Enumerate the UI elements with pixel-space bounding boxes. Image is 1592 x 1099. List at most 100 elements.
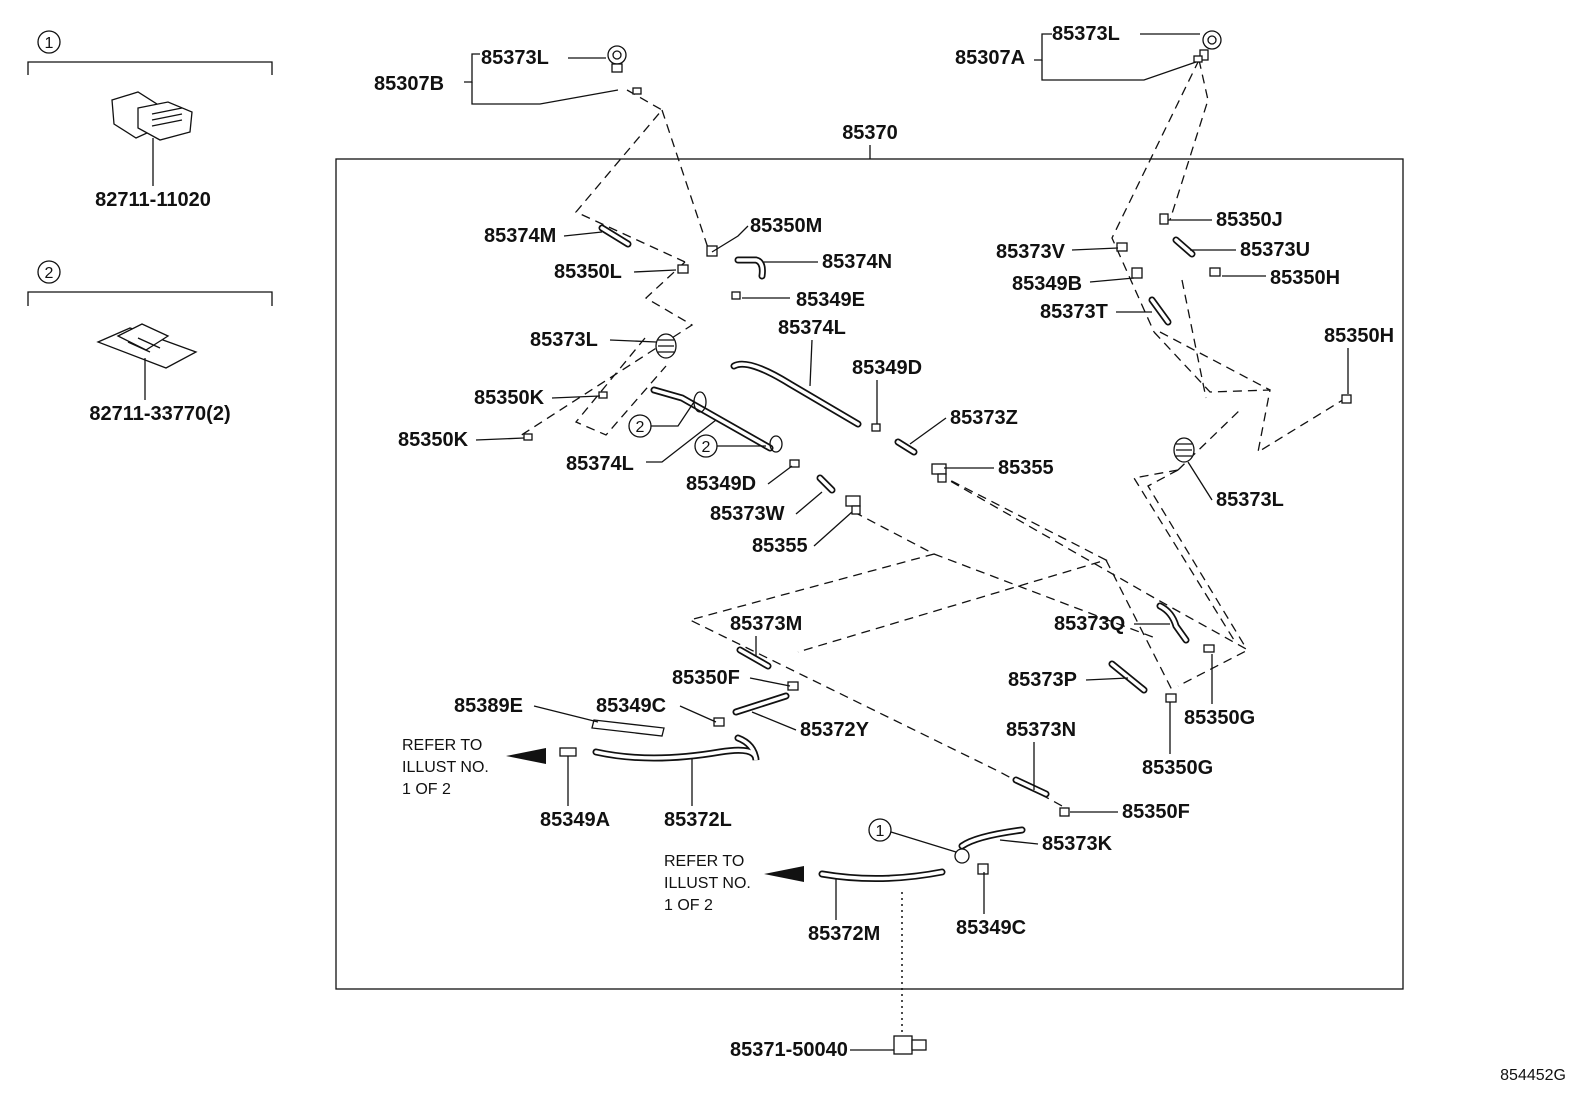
svg-text:85350H: 85350H xyxy=(1324,325,1394,347)
svg-text:85349C: 85349C xyxy=(956,917,1026,939)
svg-text:85373T: 85373T xyxy=(1040,301,1108,323)
vsv-valve-icon xyxy=(607,45,627,73)
callout-85372l: 85372L xyxy=(664,758,732,831)
legend-1-bracket xyxy=(27,61,273,75)
svg-text:1 OF 2: 1 OF 2 xyxy=(402,781,451,798)
callout-85350f: 85350F xyxy=(1070,801,1190,823)
reference-code: 854452G xyxy=(1500,1067,1566,1084)
callout-85350h: 85350H xyxy=(1222,267,1340,289)
legend-2-number: 2 xyxy=(45,265,54,282)
legend-1-circle xyxy=(37,30,61,54)
callout-85372m: 85372M xyxy=(808,878,880,945)
callout-85373t: 85373T xyxy=(1040,301,1152,323)
svg-text:85350F: 85350F xyxy=(672,667,740,689)
callout-85373l: 85373L xyxy=(530,329,657,351)
refer-note-2: REFER TO ILLUST NO. 1 OF 2 xyxy=(664,853,804,914)
callout-85350g: 85350G xyxy=(1184,654,1255,729)
svg-text:85373Z: 85373Z xyxy=(950,407,1018,429)
svg-text:1 OF 2: 1 OF 2 xyxy=(664,897,713,914)
clip-marker-1: 1 xyxy=(868,818,970,864)
assembly-frame xyxy=(335,158,1404,990)
svg-text:85350F: 85350F xyxy=(1122,801,1190,823)
svg-text:85372L: 85372L xyxy=(664,809,732,831)
clip-marker-2: 2 xyxy=(694,434,783,458)
svg-text:85349A: 85349A xyxy=(540,809,610,831)
svg-text:85373P: 85373P xyxy=(1008,669,1077,691)
svg-text:85374N: 85374N xyxy=(822,251,892,273)
svg-text:85350J: 85350J xyxy=(1216,209,1283,231)
check-valve-icon xyxy=(931,463,947,483)
callout-85349a: 85349A xyxy=(540,756,610,831)
svg-text:85373L: 85373L xyxy=(1052,23,1120,45)
callout-85350j: 85350J xyxy=(1168,209,1283,231)
callout-85350k: 85350K xyxy=(474,387,601,409)
refer-arrow-icon xyxy=(506,748,546,764)
callout-85373n: 85373N xyxy=(1006,719,1076,790)
svg-text:85350K: 85350K xyxy=(398,429,469,451)
callout-85374n: 85374N xyxy=(764,251,892,273)
svg-text:1: 1 xyxy=(876,823,885,840)
svg-text:85307B: 85307B xyxy=(374,73,444,95)
callout-85349b: 85349B xyxy=(1012,273,1135,295)
clamp-clip-1-icon xyxy=(111,91,193,141)
svg-text:85307A: 85307A xyxy=(955,47,1025,69)
svg-text:ILLUST NO.: ILLUST NO. xyxy=(664,875,751,892)
insulator-strip xyxy=(591,719,665,737)
svg-text:2: 2 xyxy=(636,419,645,436)
svg-text:85349C: 85349C xyxy=(596,695,666,717)
refer-note-1: REFER TO ILLUST NO. 1 OF 2 xyxy=(402,737,546,798)
svg-text:85374M: 85374M xyxy=(484,225,556,247)
callout-85374l: 85374L xyxy=(778,317,846,387)
legend-1-part-no: 82711-11020 xyxy=(95,189,211,211)
svg-text:85349D: 85349D xyxy=(686,473,756,495)
callout-85355: 85355 xyxy=(752,511,853,557)
callout-85373v: 85373V xyxy=(996,241,1119,263)
fittings xyxy=(523,30,1352,1055)
svg-text:85355: 85355 xyxy=(998,457,1054,479)
svg-text:85350K: 85350K xyxy=(474,387,545,409)
callout-85355: 85355 xyxy=(944,457,1054,479)
svg-text:85373U: 85373U xyxy=(1240,239,1310,261)
svg-text:85373L: 85373L xyxy=(530,329,598,351)
callout-85389e: 85389E xyxy=(454,695,599,723)
vsv-valve-icon xyxy=(1199,30,1222,61)
clip-marker-2: 2 xyxy=(628,391,707,438)
callout-85350k: 85350K xyxy=(398,429,525,451)
svg-text:85371-50040: 85371-50040 xyxy=(730,1039,848,1061)
clamp-clip-2-icon xyxy=(96,323,198,369)
svg-text:REFER TO: REFER TO xyxy=(664,853,744,870)
callout-85350f: 85350F xyxy=(672,667,791,689)
callout-85373w: 85373W xyxy=(710,491,823,525)
callout-85373l: 85373L xyxy=(1187,461,1284,511)
assembly-label: 85370 xyxy=(842,122,898,144)
callout-85350h: 85350H xyxy=(1324,325,1394,394)
legend-2-part-no: 82711-33770(2) xyxy=(89,403,230,425)
svg-text:85350H: 85350H xyxy=(1270,267,1340,289)
callout-85350g: 85350G xyxy=(1142,702,1213,779)
callout-85373q: 85373Q xyxy=(1054,613,1170,635)
vsv-valve-icon xyxy=(655,333,677,359)
svg-text:85389E: 85389E xyxy=(454,695,523,717)
svg-text:85373V: 85373V xyxy=(996,241,1066,263)
callout-85373m: 85373M xyxy=(730,613,802,656)
svg-text:85374L: 85374L xyxy=(778,317,846,339)
svg-text:85373W: 85373W xyxy=(710,503,785,525)
refer-arrow-icon xyxy=(764,866,804,882)
svg-text:85350M: 85350M xyxy=(750,215,822,237)
vacuum-connector-icon xyxy=(893,1035,927,1055)
legend-1-number: 1 xyxy=(45,35,54,52)
callout-85373p: 85373P xyxy=(1008,669,1129,691)
svg-text:85373Q: 85373Q xyxy=(1054,613,1125,635)
callout-85349c: 85349C xyxy=(956,872,1026,939)
callout-85349e: 85349E xyxy=(742,289,865,311)
callout-85307a: 85307A xyxy=(955,33,1197,81)
svg-text:ILLUST NO.: ILLUST NO. xyxy=(402,759,489,776)
svg-text:85349B: 85349B xyxy=(1012,273,1082,295)
callout-85373l: 85373L xyxy=(481,47,606,69)
svg-text:85373L: 85373L xyxy=(1216,489,1284,511)
callout-85307b: 85307B xyxy=(374,53,619,105)
svg-text:85373K: 85373K xyxy=(1042,833,1113,855)
callout-85374l: 85374L xyxy=(566,419,717,475)
svg-text:85355: 85355 xyxy=(752,535,808,557)
